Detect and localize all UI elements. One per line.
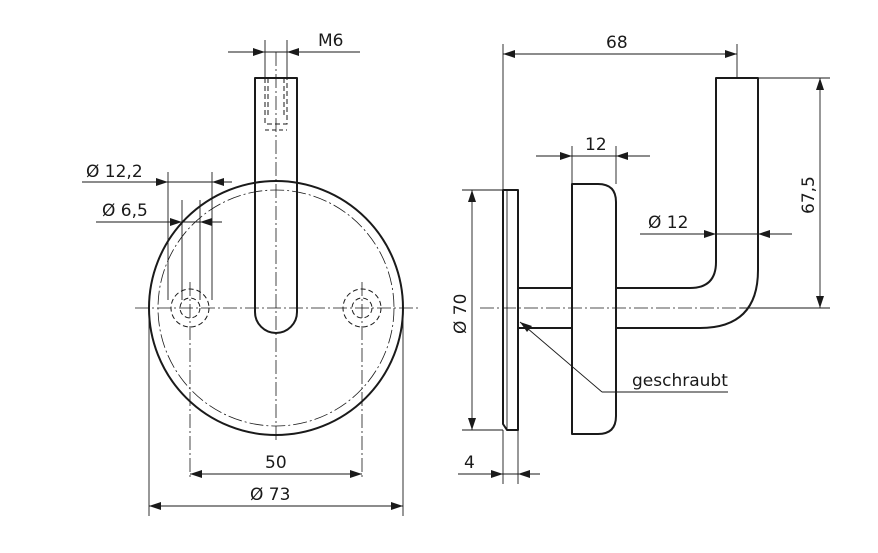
dim-68: 68 (502, 33, 738, 190)
label-d73: Ø 73 (250, 485, 290, 505)
dim-12: 12 (536, 135, 650, 184)
dim-67-5: 67,5 (740, 77, 830, 309)
dim-d6-5: Ø 6,5 (96, 201, 222, 226)
label-68: 68 (606, 33, 628, 53)
rosette-disc (571, 183, 617, 435)
dim-phi12: Ø 12 (640, 213, 792, 238)
side-view: 68 12 67,5 Ø 12 (451, 33, 830, 484)
label-50: 50 (265, 453, 287, 473)
dim-phi70: Ø 70 (451, 189, 503, 431)
label-4: 4 (464, 453, 475, 473)
dim-d73: Ø 73 (148, 308, 404, 516)
dim-4: 4 (458, 430, 540, 484)
post-outline (254, 77, 298, 334)
dim-d12-2: Ø 12,2 (82, 162, 232, 186)
label-phi70: Ø 70 (451, 294, 471, 334)
handrail-arm (615, 77, 759, 329)
label-m6: M6 (318, 31, 343, 51)
label-d6-5: Ø 6,5 (102, 201, 148, 221)
dim-m6: M6 (228, 31, 360, 78)
label-d12-2: Ø 12,2 (86, 162, 143, 182)
label-phi12: Ø 12 (648, 213, 688, 233)
dim-50: 50 (190, 453, 362, 478)
label-12: 12 (585, 135, 607, 155)
front-view: M6 Ø 12,2 Ø 6,5 50 (82, 31, 420, 516)
thread-hidden-lines (264, 78, 288, 125)
label-67-5: 67,5 (799, 176, 819, 214)
label-geschraubt: geschraubt (632, 371, 728, 391)
leader-geschraubt: geschraubt (519, 321, 728, 393)
wall-plate (502, 189, 519, 431)
